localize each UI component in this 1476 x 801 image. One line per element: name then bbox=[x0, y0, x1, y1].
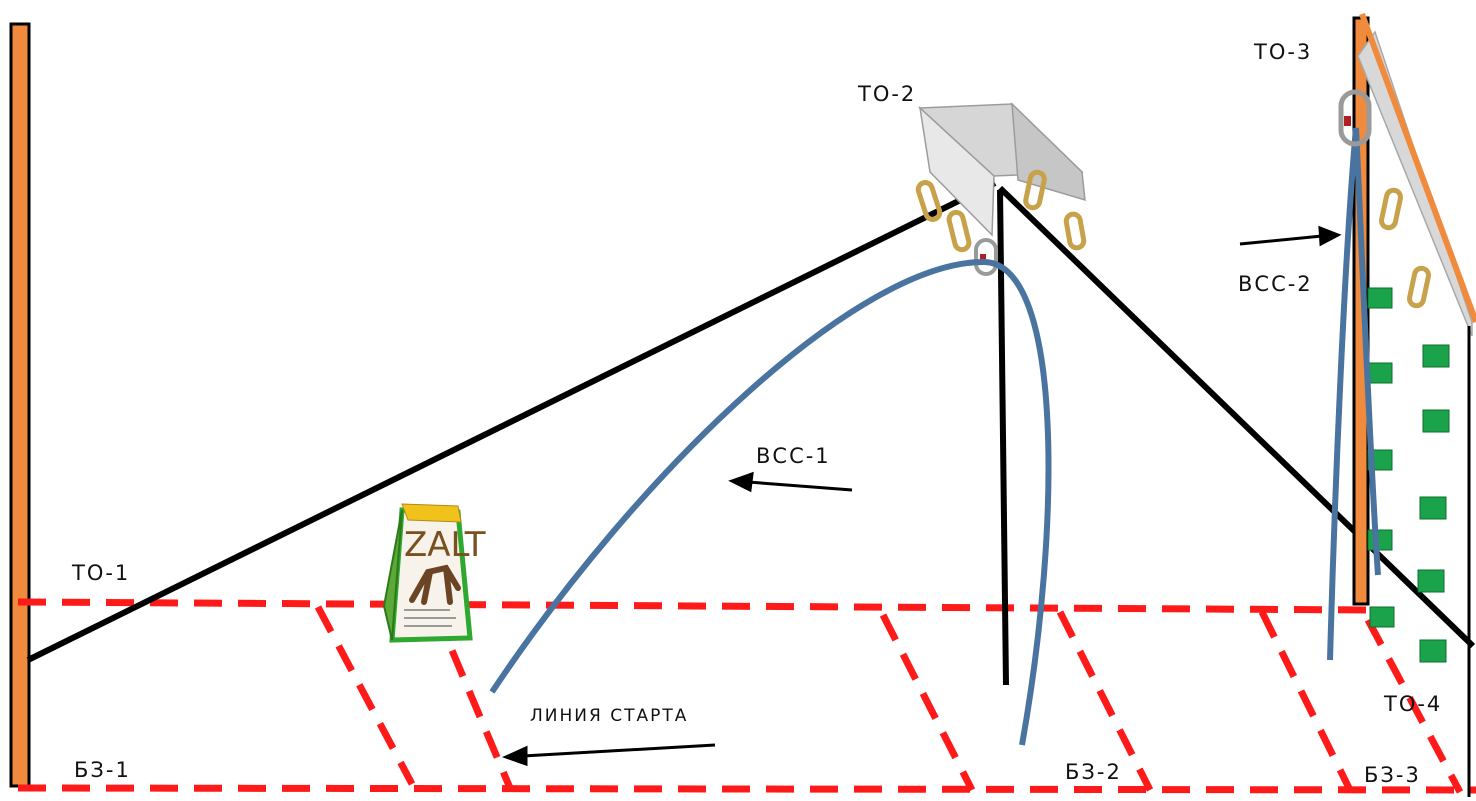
label-to-2: ТО-2 bbox=[858, 82, 917, 106]
label-bz-3: БЗ-3 bbox=[1364, 763, 1421, 787]
boundary-diagonal-2 bbox=[431, 608, 514, 790]
climbing-hold-icon bbox=[1422, 344, 1450, 368]
climbing-hold-icon bbox=[1419, 496, 1447, 520]
start-line-arrow bbox=[522, 743, 716, 758]
carabiner-icon bbox=[974, 238, 998, 276]
arrow-head-icon bbox=[501, 745, 528, 767]
boundary-top-line bbox=[17, 598, 1371, 614]
vss-2-rope bbox=[1327, 89, 1381, 661]
label-bz-1: БЗ-1 bbox=[74, 758, 131, 782]
vss-1-rope bbox=[489, 258, 1052, 746]
zalt-sign-icon: ZALT bbox=[382, 503, 486, 643]
boundary-diagonal-6 bbox=[1364, 618, 1464, 794]
left-post bbox=[9, 22, 31, 788]
boundary-diagonal-3 bbox=[879, 613, 976, 792]
boundary-diagonal-1 bbox=[314, 605, 416, 786]
climbing-hold-icon bbox=[1367, 362, 1393, 384]
label-vss-2: ВСС-2 bbox=[1238, 272, 1313, 296]
arrow-head-icon bbox=[1318, 225, 1342, 247]
main-ropes bbox=[26, 180, 1476, 686]
vss-2-arrow bbox=[1239, 234, 1323, 246]
start-zone-boundaries bbox=[17, 598, 1476, 794]
carabiner-icon bbox=[946, 209, 972, 253]
wall-carabiners bbox=[1379, 187, 1431, 309]
boundary-diagonal-5 bbox=[1258, 610, 1354, 792]
label-start-line: ЛИНИЯ СТАРТА bbox=[530, 706, 689, 726]
right-diagonal-rope bbox=[997, 185, 1476, 649]
carabiner-icon bbox=[1338, 89, 1372, 147]
climbing-hold-icon bbox=[1417, 569, 1445, 593]
knot-icon bbox=[1344, 116, 1351, 126]
boundary-bottom-line bbox=[17, 784, 1476, 794]
carabiner-icon bbox=[1379, 187, 1403, 231]
right-wall bbox=[1352, 12, 1476, 797]
label-to-3: ТО-3 bbox=[1254, 40, 1313, 64]
label-bz-2: БЗ-2 bbox=[1065, 760, 1122, 784]
boundary-diagonal-4 bbox=[1056, 610, 1154, 792]
label-vss-1: ВСС-1 bbox=[756, 444, 831, 468]
label-to-4: ТО-4 bbox=[1384, 692, 1443, 716]
sign-logo-text: ZALT bbox=[404, 525, 486, 565]
carabiner-icon bbox=[1407, 265, 1431, 309]
carabiner-icon bbox=[915, 180, 943, 222]
to-2-platform bbox=[915, 102, 1087, 276]
carabiner-icon bbox=[1063, 211, 1087, 251]
climbing-hold-icon bbox=[1367, 287, 1393, 309]
climbing-hold-icon bbox=[1422, 409, 1450, 433]
climbing-hold-icon bbox=[1369, 606, 1395, 628]
climbing-hold-icon bbox=[1419, 639, 1447, 663]
label-to-1: ТО-1 bbox=[72, 561, 131, 585]
arrow-head-icon bbox=[728, 471, 754, 493]
climbing-holds bbox=[1367, 287, 1450, 663]
pointer-arrows bbox=[501, 225, 1342, 767]
vertical-rope bbox=[997, 189, 1009, 686]
carabiner-icon bbox=[1023, 169, 1047, 211]
left-diagonal-rope bbox=[26, 180, 997, 663]
vss-1-arrow bbox=[747, 480, 853, 492]
knot-icon bbox=[980, 254, 986, 262]
climbing-hold-icon bbox=[1367, 529, 1393, 551]
